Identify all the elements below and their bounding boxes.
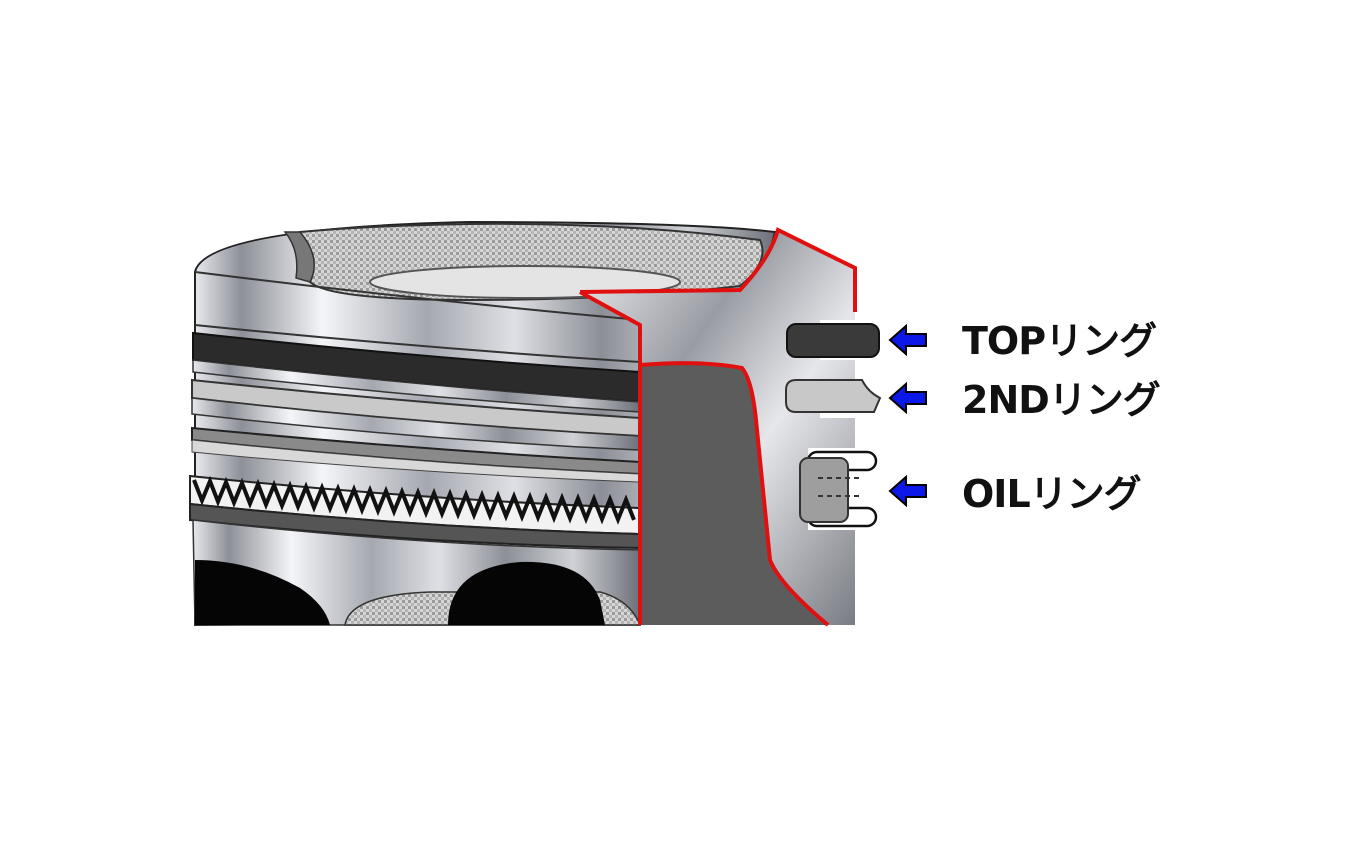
section-top-ring	[786, 323, 880, 358]
section-outline-outer	[579, 227, 857, 312]
section-oil-ring	[799, 450, 878, 528]
piston-cross-section	[579, 227, 882, 627]
pin-boss-hole	[448, 561, 605, 625]
section-second-ring	[785, 379, 882, 413]
piston-body	[189, 220, 777, 627]
section-core	[640, 363, 828, 625]
oil-ring-label: OILリング	[962, 472, 1142, 516]
arrow-left-icon	[888, 323, 927, 357]
oil-ring-expander	[192, 475, 636, 525]
second-ring-label: 2NDリング	[962, 378, 1161, 422]
section-outline-left	[579, 290, 642, 625]
top-ring-label: TOPリング	[962, 319, 1157, 363]
skirt-window-left	[195, 560, 330, 625]
arrow-left-icon	[888, 474, 927, 508]
section-outline-inner	[639, 361, 830, 627]
arrow-left-icon	[888, 381, 927, 415]
